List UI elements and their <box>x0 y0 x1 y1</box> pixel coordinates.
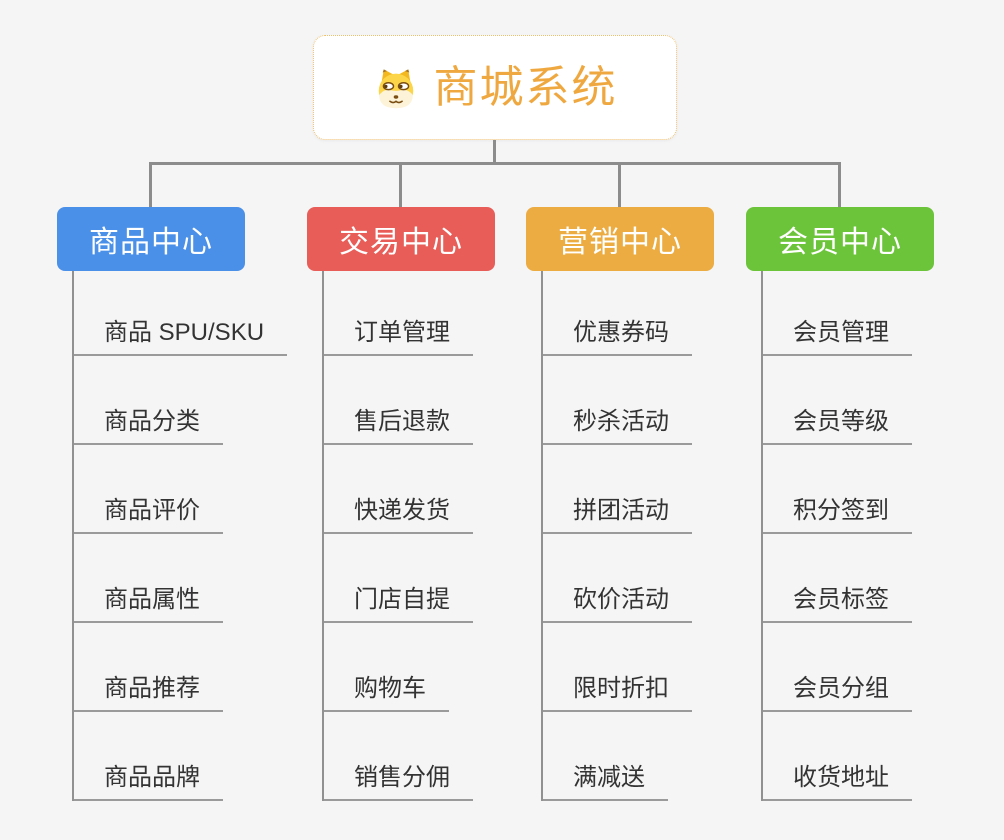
leaf-node[interactable]: 砍价活动 <box>543 534 692 623</box>
leaf-node[interactable]: 秒杀活动 <box>543 356 692 445</box>
connector-stub-product <box>149 165 152 207</box>
leaf-node[interactable]: 商品 SPU/SKU <box>74 271 288 356</box>
branch-trade-center: 交易中心 订单管理 售后退款 快递发货 门店自提 购物车 销售分佣 <box>307 207 495 801</box>
leaf-node[interactable]: 满减送 <box>543 712 668 801</box>
leaf-node[interactable]: 订单管理 <box>324 271 473 356</box>
branch-member-center: 会员中心 会员管理 会员等级 积分签到 会员标签 会员分组 收货地址 <box>746 207 934 801</box>
leaf-node[interactable]: 销售分佣 <box>324 712 473 801</box>
leaf-node[interactable]: 购物车 <box>324 623 449 712</box>
leaf-node[interactable]: 会员管理 <box>763 271 912 356</box>
leaf-node[interactable]: 会员标签 <box>763 534 912 623</box>
doge-icon <box>373 66 419 110</box>
branch-items-marketing-center: 优惠券码 秒杀活动 拼团活动 砍价活动 限时折扣 满减送 <box>541 271 692 801</box>
connector-horizontal <box>149 162 841 165</box>
leaf-node[interactable]: 商品属性 <box>74 534 223 623</box>
leaf-node[interactable]: 积分签到 <box>763 445 912 534</box>
branch-product-center: 商品中心 商品 SPU/SKU 商品分类 商品评价 商品属性 商品推荐 商品品牌 <box>57 207 288 801</box>
branch-node-member-center[interactable]: 会员中心 <box>746 207 934 271</box>
leaf-node[interactable]: 门店自提 <box>324 534 473 623</box>
branch-marketing-center: 营销中心 优惠券码 秒杀活动 拼团活动 砍价活动 限时折扣 满减送 <box>526 207 714 801</box>
leaf-node[interactable]: 商品评价 <box>74 445 223 534</box>
branch-node-product-center[interactable]: 商品中心 <box>57 207 245 271</box>
branch-items-trade-center: 订单管理 售后退款 快递发货 门店自提 购物车 销售分佣 <box>322 271 473 801</box>
leaf-node[interactable]: 会员分组 <box>763 623 912 712</box>
root-title: 商城系统 <box>433 62 618 112</box>
branch-items-member-center: 会员管理 会员等级 积分签到 会员标签 会员分组 收货地址 <box>761 271 912 801</box>
leaf-node[interactable]: 售后退款 <box>324 356 473 445</box>
branch-items-product-center: 商品 SPU/SKU 商品分类 商品评价 商品属性 商品推荐 商品品牌 <box>72 271 288 801</box>
connector-stub-member <box>838 165 841 207</box>
leaf-node[interactable]: 拼团活动 <box>543 445 692 534</box>
leaf-node[interactable]: 会员等级 <box>763 356 912 445</box>
connector-stub-trade <box>399 165 402 207</box>
branch-node-marketing-center[interactable]: 营销中心 <box>526 207 714 271</box>
leaf-node[interactable]: 商品品牌 <box>74 712 223 801</box>
leaf-node[interactable]: 商品分类 <box>74 356 223 445</box>
branch-node-trade-center[interactable]: 交易中心 <box>307 207 495 271</box>
connector-root-stem <box>493 140 496 163</box>
connector-stub-marketing <box>618 165 621 207</box>
leaf-node[interactable]: 限时折扣 <box>543 623 692 712</box>
leaf-node[interactable]: 优惠券码 <box>543 271 692 356</box>
leaf-node[interactable]: 快递发货 <box>324 445 473 534</box>
leaf-node[interactable]: 收货地址 <box>763 712 912 801</box>
root-node[interactable]: 商城系统 <box>313 35 677 140</box>
leaf-node[interactable]: 商品推荐 <box>74 623 223 712</box>
